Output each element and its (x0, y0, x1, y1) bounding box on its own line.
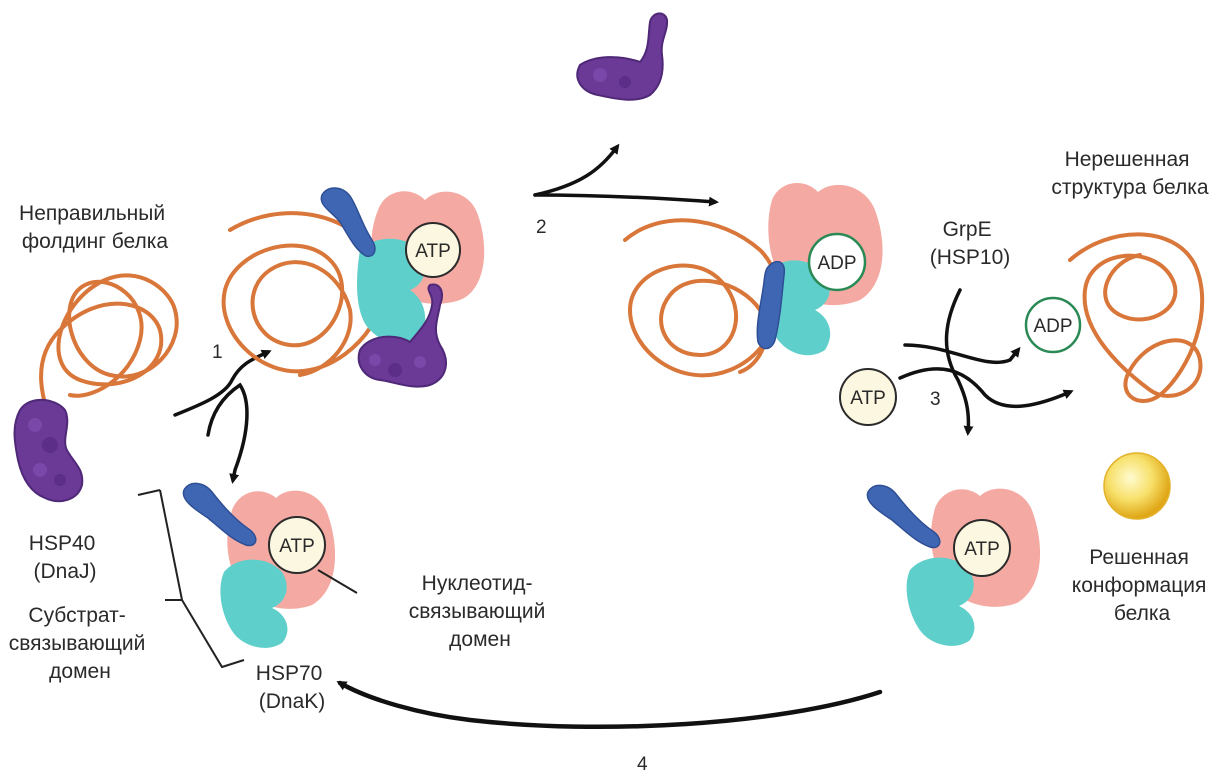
hsp70-free-left: ATP (182, 482, 358, 648)
substrate-binding-domain-1 (357, 238, 426, 345)
hsp70-free-right: ATP (866, 484, 1041, 646)
nucleotide-domain-label: Нуклеотид- связывающий домен (409, 572, 551, 651)
adp-label-2: ADP (1033, 316, 1072, 337)
released-hsp40 (576, 12, 669, 101)
atp-circle-3 (953, 519, 1011, 577)
hsp70-complex-adp-bound: ADP (623, 182, 883, 378)
step-4-arrow (336, 680, 883, 730)
misfolded-protein (13, 273, 179, 503)
lid-4 (866, 484, 941, 549)
atp-label-2: ATP (279, 536, 315, 557)
adp-label-1: ADP (817, 253, 856, 274)
atp-circle-free (839, 368, 897, 426)
grpe-label: GrpE (HSP10) (930, 218, 1011, 269)
substrate-binding-domain-4 (906, 557, 975, 646)
hsp40-label: HSP40 (DnaJ) (29, 532, 101, 583)
hsp70-complex-atp-bound: ATP (221, 187, 485, 388)
solved-conformation-label: Решенная конформация белка (1072, 546, 1212, 625)
atp-label-3: ATP (964, 539, 1000, 560)
step-1-arrows (173, 349, 272, 484)
step-4-number: 4 (637, 754, 648, 775)
step-3-arrows (898, 288, 1074, 436)
released-chain (1068, 232, 1205, 403)
atp-label-1: ATP (415, 241, 451, 262)
adp-circle-2 (1024, 296, 1082, 354)
misfolded-label: Неправильный фолдинг белка (19, 202, 171, 253)
substrate-domain-label: Субстрат- связывающий домен (9, 604, 151, 683)
folded-protein (1103, 452, 1171, 520)
hsp70-label: HSP70 (DnaK) (256, 662, 328, 713)
step-2-number: 2 (536, 217, 547, 238)
step-2-arrows (533, 143, 719, 207)
atp-label-free: ATP (850, 388, 886, 409)
substrate-chain-2 (623, 218, 782, 378)
substrate-binding-domain-3 (220, 559, 288, 648)
lid-2 (756, 260, 786, 350)
atp-circle-1 (405, 222, 461, 278)
step-1-number: 1 (212, 342, 223, 363)
atp-circle-2 (268, 516, 326, 574)
lid-3 (182, 482, 257, 547)
step-3-number: 3 (930, 389, 941, 410)
domain-bracket (137, 489, 245, 669)
unfolded-chain (39, 273, 179, 447)
unsolved-structure-label: Нерешенная структура белка (1051, 148, 1208, 199)
lid-1 (320, 187, 376, 258)
adp-circle-1 (807, 232, 867, 292)
